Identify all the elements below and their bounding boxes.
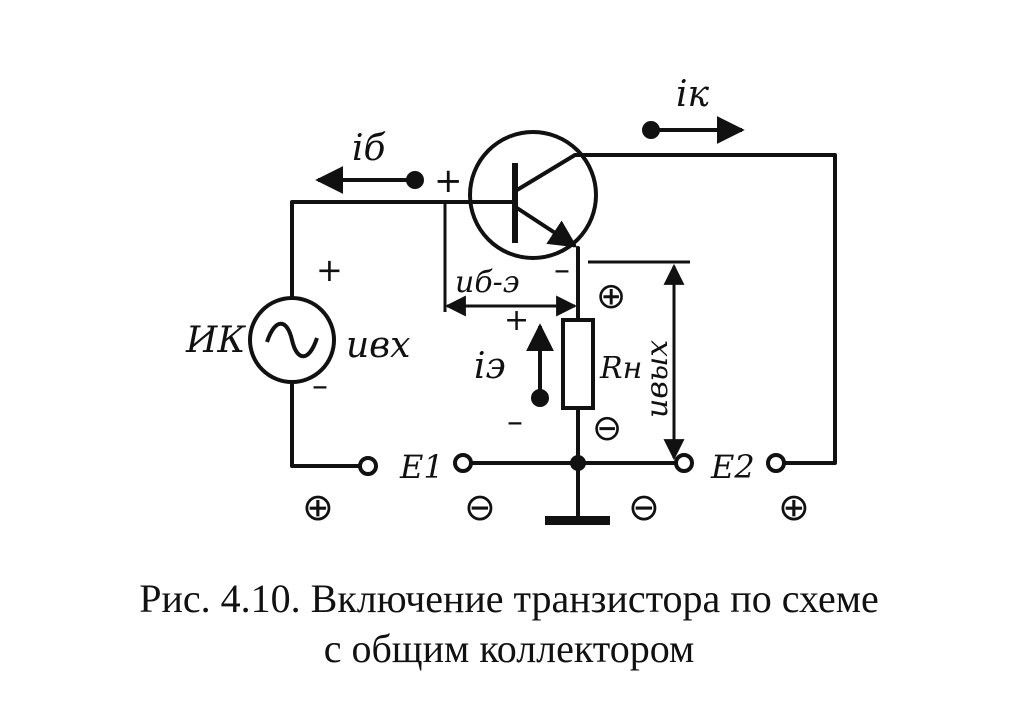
figure-caption-line-1: Рис. 4.10. Включение транзистора по схем… <box>139 576 879 621</box>
label-base-current: iб <box>352 128 387 169</box>
label-collector-current: iк <box>676 74 710 115</box>
ground-symbol <box>545 516 610 525</box>
base-wire <box>290 200 517 300</box>
emitter-current-minus-sign: – <box>507 402 523 440</box>
label-load: Rн <box>599 351 642 386</box>
load-resistor <box>561 318 595 410</box>
label-ube: uб-э <box>455 265 520 300</box>
emitter-minus-sign: – <box>554 250 570 288</box>
label-e2: E2 <box>710 448 755 486</box>
base-plus-sign: + <box>434 161 463 201</box>
label-source: ИК <box>185 320 246 361</box>
source-minus-sign: – <box>312 366 328 404</box>
e2-left-circle-minus: ⊖ <box>628 485 660 529</box>
e1-right-circle-minus: ⊖ <box>464 485 496 529</box>
label-uout: uвых <box>640 340 675 418</box>
e2-right-circle-plus: ⊕ <box>778 485 810 529</box>
source-plus-sign: + <box>316 251 343 289</box>
terminal-e1-right[interactable] <box>453 453 473 473</box>
label-emitter-current: iэ <box>474 346 506 387</box>
e1-left-circle-plus: ⊕ <box>302 485 334 529</box>
collector-current-dot <box>642 121 660 139</box>
label-e1: E1 <box>399 448 444 486</box>
collector-wire <box>573 153 837 465</box>
terminal-e2-left[interactable] <box>674 453 694 473</box>
ac-source <box>248 296 336 384</box>
terminal-e1-left[interactable] <box>358 456 378 476</box>
load-bottom-circle-minus: ⊖ <box>592 408 622 449</box>
terminal-e2-right[interactable] <box>766 453 786 473</box>
figure-caption-line-2: с общим коллектором <box>324 626 695 671</box>
label-input-voltage: uвх <box>346 325 410 366</box>
ube-plus-sign: + <box>504 303 529 338</box>
base-current-dot <box>406 171 424 189</box>
ground-junction-dot <box>570 455 586 471</box>
load-top-circle-plus: ⊕ <box>596 276 626 317</box>
transistor <box>468 130 598 260</box>
source-return-wire <box>290 380 362 468</box>
emitter-current-dot <box>531 389 549 407</box>
